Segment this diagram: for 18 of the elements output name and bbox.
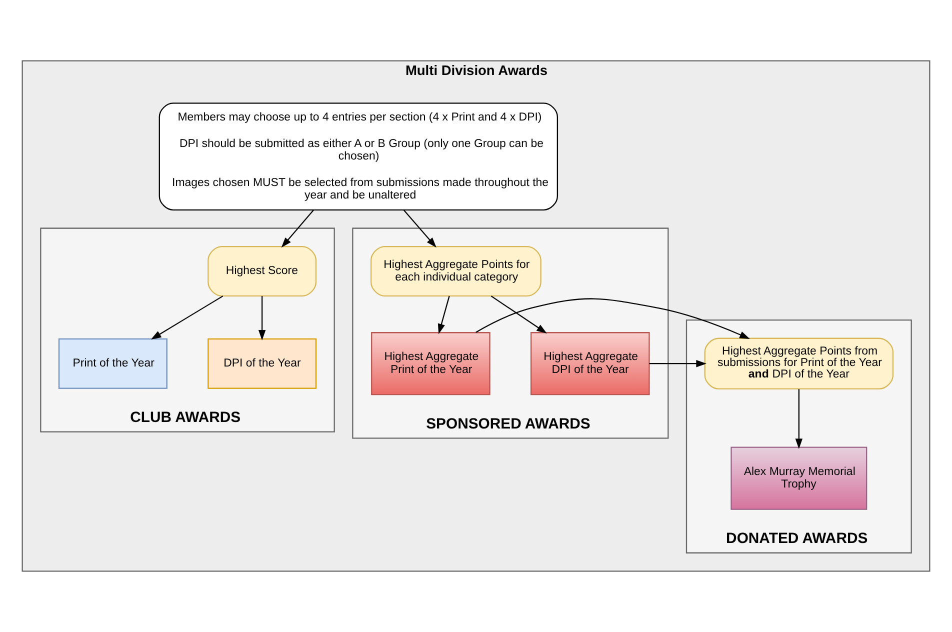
node-box: Highest Aggregate Print of the Year <box>371 332 490 396</box>
arrow <box>403 210 436 248</box>
node-box: Members may choose up to 4 entries per section (4 x Print and 4 x DPI) DPI should be submitted as either A or B Group (only one Group can be chosen) Images chosen MUST be selected from submissions made throughout the year and be unaltered <box>158 102 558 210</box>
node-box: Highest Aggregate Points from submissions for Print of the Year and DPI of the Year <box>704 338 894 390</box>
node-box: Highest Aggregate Points for each individual category <box>370 246 542 296</box>
node-box: DPI of the Year <box>208 338 317 389</box>
arrow <box>150 296 224 340</box>
arrow <box>649 360 707 368</box>
node-box: Alex Murray Memorial Trophy <box>730 446 868 510</box>
arrow <box>438 296 450 334</box>
arrow <box>490 296 547 334</box>
arrow <box>281 210 314 248</box>
arrow <box>476 298 750 340</box>
node-box: Print of the Year <box>58 338 168 389</box>
node-box: Highest Score <box>208 246 317 296</box>
arrow <box>795 389 803 449</box>
arrow <box>258 296 266 340</box>
node-box: Highest Aggregate DPI of the Year <box>530 332 650 396</box>
